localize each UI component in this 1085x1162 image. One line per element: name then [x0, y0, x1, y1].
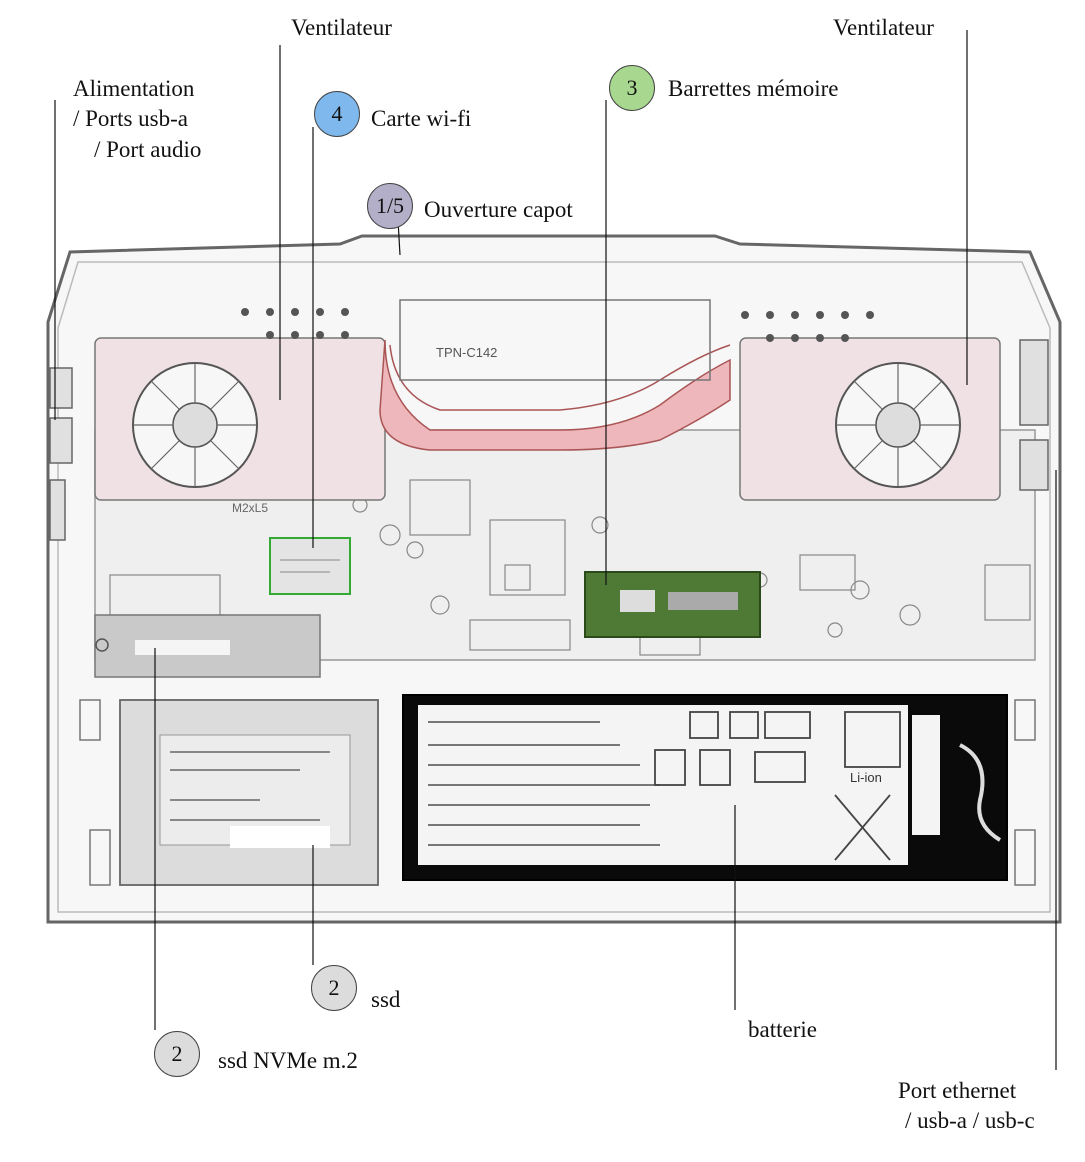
label-ventilateur-left: Ventilateur [291, 15, 392, 40]
ports-right [1019, 339, 1049, 491]
label-usb-a-usb-c: / usb-a / usb-c [905, 1108, 1035, 1133]
cpu-bracket [399, 299, 711, 381]
label-ssd-nvme: ssd NVMe m.2 [218, 1048, 358, 1073]
label-barrettes-memoire: Barrettes mémoire [668, 76, 839, 101]
fan-left: M2xL5 [94, 308, 386, 515]
label-carte-wifi: Carte wi-fi [371, 106, 472, 131]
model-text: TPN-C142 [436, 345, 497, 360]
bottom-standoffs [79, 699, 1036, 886]
heatpipe [379, 339, 731, 451]
fan-right [739, 311, 1001, 501]
battery: Li-ion [402, 694, 1008, 881]
label-alimentation: Alimentation [73, 76, 195, 101]
sata-ssd [119, 699, 379, 886]
leader-lines [54, 30, 1057, 1070]
badge-ssd-step: 2 [311, 965, 357, 1011]
badge-capot-step: 1/5 [367, 183, 413, 229]
ram-module [584, 571, 761, 638]
label-ports-usb-a: / Ports usb-a [73, 106, 188, 131]
wifi-card [269, 537, 351, 595]
badge-memoire-step: 3 [609, 65, 655, 111]
battery-chem-text: Li-ion [850, 770, 882, 785]
label-ssd: ssd [371, 987, 401, 1012]
label-batterie: batterie [748, 1017, 817, 1042]
chassis-inner [57, 261, 1051, 913]
nvme-ssd [94, 614, 321, 678]
label-ouverture-capot: Ouverture capot [424, 197, 573, 222]
label-ventilateur-right: Ventilateur [833, 15, 934, 40]
fan-mark-text: M2xL5 [232, 501, 268, 515]
badge-nvme-step: 2 [154, 1031, 200, 1077]
label-port-audio: / Port audio [94, 137, 202, 162]
badge-wifi-step: 4 [314, 91, 360, 137]
label-port-ethernet: Port ethernet [898, 1078, 1017, 1103]
